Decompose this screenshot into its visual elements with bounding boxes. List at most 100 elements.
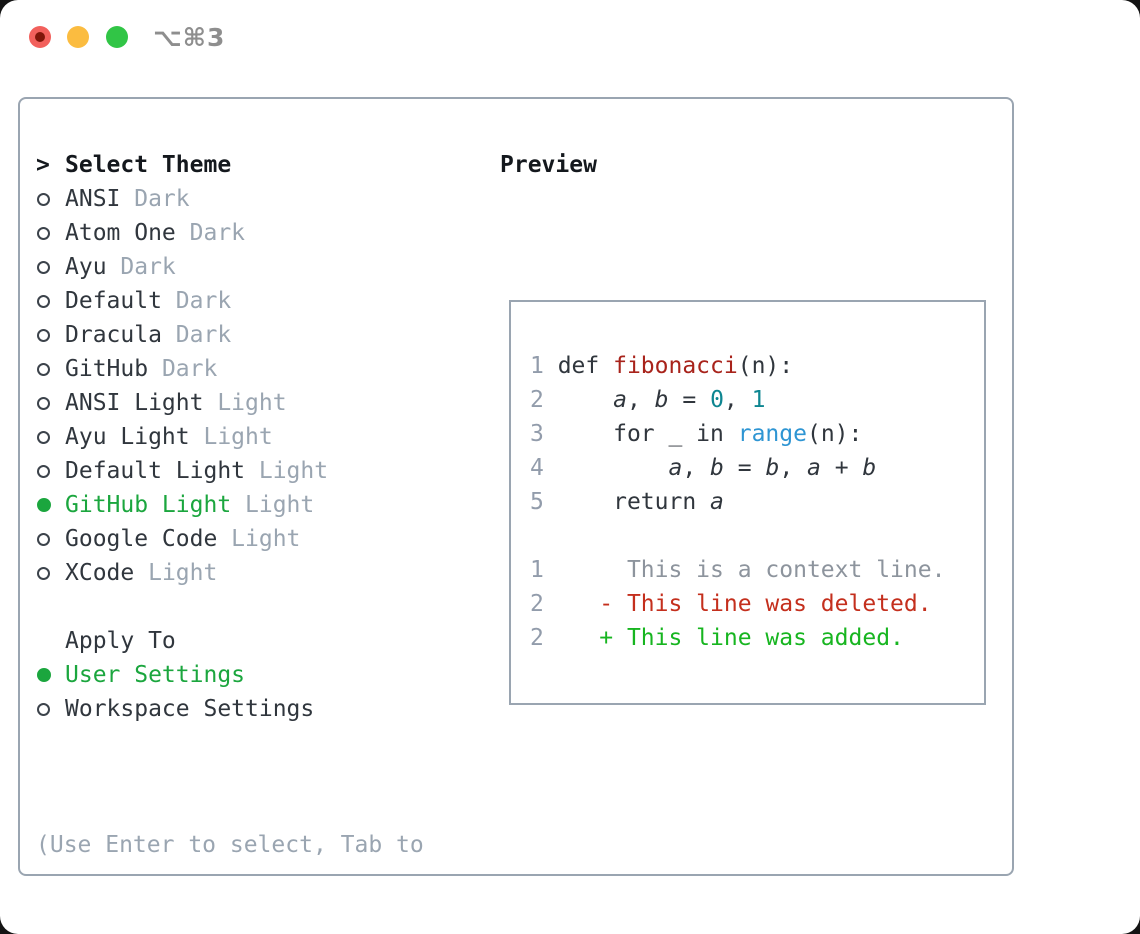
code-line: 4 a, b = b, a + b: [530, 451, 984, 485]
apply-option[interactable]: Workspace Settings: [36, 692, 486, 726]
close-button[interactable]: [29, 26, 51, 48]
apply-to-header: Apply To: [36, 624, 486, 658]
apply-option-label: User Settings: [65, 662, 246, 688]
theme-option[interactable]: Dracula Dark: [36, 318, 486, 352]
radio-icon: [37, 702, 50, 716]
radio-icon: [37, 464, 50, 478]
preview-header: Preview: [500, 148, 1010, 182]
theme-option-label: Dracula: [65, 322, 162, 348]
theme-variant-label: Light: [203, 424, 273, 450]
diff-line-added: 2 + This line was added.: [530, 621, 984, 655]
radio-icon: [37, 260, 50, 274]
theme-option[interactable]: Google Code Light: [36, 522, 486, 556]
theme-variant-label: Dark: [120, 254, 176, 280]
select-theme-header: >Select Theme: [36, 148, 486, 182]
preview-title: Preview: [500, 152, 597, 178]
line-number: 2: [530, 387, 558, 413]
apply-to-title: Apply To: [65, 628, 176, 654]
diff-line-context: 1 This is a context line.: [530, 553, 984, 587]
theme-variant-label: Light: [258, 458, 329, 484]
theme-option-label: Atom One: [65, 220, 176, 246]
diff-snippet: 1 This is a context line.2 - This line w…: [530, 553, 984, 655]
code-token: =: [723, 455, 766, 481]
code-line: 2 a, b = 0, 1: [530, 383, 984, 417]
radio-icon: [37, 294, 50, 308]
preview-column: Preview 1 def fibonacci(n):2 a, b = 0, 1…: [500, 148, 1010, 705]
apply-option-label: Workspace Settings: [65, 696, 315, 722]
radio-selected-icon: [37, 668, 51, 682]
theme-option-label: ANSI: [65, 186, 121, 212]
code-token: a: [710, 489, 724, 515]
code-token: b: [710, 455, 724, 481]
code-token: b: [654, 387, 669, 413]
theme-option[interactable]: ANSI Light Light: [36, 386, 486, 420]
hint-line-2: change focus): [36, 930, 486, 934]
theme-variant-label: Light: [245, 492, 315, 518]
theme-variant-label: Light: [148, 560, 218, 586]
diff-line-deleted: 2 - This line was deleted.: [530, 587, 984, 621]
line-number: 3: [530, 421, 558, 447]
code-token: b: [765, 455, 780, 481]
code-token: a: [807, 455, 821, 481]
theme-option[interactable]: XCode Light: [36, 556, 486, 590]
line-number: 2: [530, 591, 558, 617]
theme-option[interactable]: Default Light Light: [36, 454, 486, 488]
hint-text: (Use Enter to select, Tab to change focu…: [36, 760, 486, 934]
radio-icon: [37, 328, 50, 342]
theme-variant-label: Dark: [175, 322, 232, 348]
radio-icon: [37, 396, 50, 410]
theme-option-label: Default Light: [65, 458, 246, 484]
theme-option[interactable]: Atom One Dark: [36, 216, 486, 250]
theme-variant-label: Dark: [189, 220, 246, 246]
theme-option[interactable]: ANSI Dark: [36, 182, 486, 216]
zoom-button[interactable]: [106, 26, 128, 48]
theme-option-label: Default: [65, 288, 162, 314]
code-token: (n):: [806, 421, 863, 447]
window-title-shortcut: ⌥⌘3: [153, 23, 226, 52]
code-token: 1: [751, 387, 766, 413]
select-theme-title: Select Theme: [65, 152, 232, 178]
code-token: b: [862, 455, 877, 481]
hint-line-1: (Use Enter to select, Tab to: [36, 832, 424, 858]
code-token: (n):: [737, 353, 794, 379]
titlebar: ⌥⌘3: [0, 0, 1140, 74]
theme-variant-label: Light: [217, 390, 287, 416]
code-token: def: [557, 353, 614, 379]
code-token: [558, 451, 669, 485]
theme-variant-label: Light: [231, 526, 301, 552]
radio-selected-icon: [37, 498, 51, 512]
diff-text: This is a context line.: [557, 557, 946, 583]
radio-icon: [37, 532, 50, 546]
theme-variant-label: Dark: [134, 186, 190, 212]
theme-option-label: GitHub: [65, 356, 149, 382]
unsaved-dot-icon: [35, 32, 45, 42]
theme-option-label: Google Code: [65, 526, 218, 552]
code-token: 0: [710, 387, 724, 413]
code-token: return: [557, 489, 711, 515]
theme-variant-label: Dark: [161, 356, 218, 382]
theme-option-label: ANSI Light: [65, 390, 204, 416]
code-token: a: [613, 387, 627, 413]
theme-option[interactable]: Ayu Light Light: [36, 420, 486, 454]
theme-option-label: XCode: [65, 560, 135, 586]
code-token: a: [668, 455, 683, 481]
theme-option[interactable]: GitHub Dark: [36, 352, 486, 386]
radio-icon: [37, 192, 50, 206]
code-token: for _ in: [557, 421, 738, 447]
radio-icon: [37, 226, 50, 240]
minimize-button[interactable]: [67, 26, 89, 48]
code-token: =: [668, 387, 711, 413]
radio-icon: [37, 566, 50, 580]
code-token: fibonacci: [613, 353, 738, 379]
apply-option[interactable]: User Settings: [36, 658, 486, 692]
theme-option-label: Ayu Light: [65, 424, 190, 450]
